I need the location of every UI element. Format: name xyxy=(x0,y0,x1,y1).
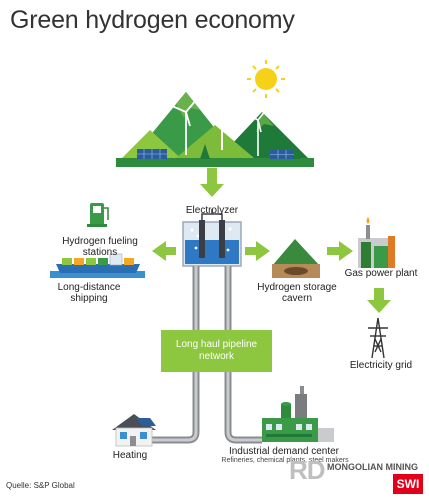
storage-cavern-label: Hydrogen storage cavern xyxy=(249,282,345,304)
page-title: Green hydrogen economy xyxy=(10,6,295,34)
pipeline-label-line-1: Long haul pipeline xyxy=(175,339,258,350)
ship-icon xyxy=(50,253,145,278)
arrow-down-icon xyxy=(367,288,391,313)
wind-turbine-icon xyxy=(171,77,267,156)
flow-arrows xyxy=(152,168,391,313)
pipeline-network-box: Long haul pipeline network xyxy=(161,330,272,372)
shipping-label-line-2: shipping xyxy=(70,293,108,304)
industrial-demand-label: Industrial demand center xyxy=(228,446,340,457)
arrow-right-icon xyxy=(327,241,353,261)
electricity-grid-label: Electricity grid xyxy=(349,360,413,371)
electrolyzer-label: Electrolyzer xyxy=(185,205,239,216)
storage-cavern-label-line-2: cavern xyxy=(281,293,312,304)
fueling-station-label-line-2: stations xyxy=(82,247,118,258)
source-note: Quelle: S&P Global xyxy=(6,481,75,490)
storage-cavern-label-line-1: Hydrogen storage xyxy=(257,282,337,293)
factory-icon xyxy=(262,386,334,442)
arrow-down-icon xyxy=(200,168,224,197)
power-pylon-icon xyxy=(368,317,388,359)
solar-panel-icon xyxy=(137,149,294,159)
house-icon xyxy=(112,414,156,447)
storage-cavern-icon xyxy=(272,239,320,278)
industrial-demand-sublabel: Refineries, chemical plants, steel maker… xyxy=(221,457,349,464)
arrow-right-icon xyxy=(245,241,270,261)
sun-icon xyxy=(247,60,285,98)
fueling-station-label: Hydrogen fueling stations xyxy=(50,236,150,258)
arrow-left-icon xyxy=(152,241,176,261)
fuel-pump-icon xyxy=(87,203,109,227)
pipeline-label-line-2: network xyxy=(198,351,234,362)
electrolyzer-icon xyxy=(182,209,242,267)
renewable-landscape-illustration xyxy=(116,60,314,167)
fueling-station-label-line-1: Hydrogen fueling xyxy=(62,236,138,247)
swi-logo: SWI xyxy=(393,474,423,494)
pipeline-icon xyxy=(150,266,262,444)
heating-label: Heating xyxy=(112,450,148,461)
shipping-label-line-1: Long-distance xyxy=(57,282,121,293)
gas-power-plant-label: Gas power plant xyxy=(344,268,418,279)
shipping-label: Long-distance shipping xyxy=(44,282,134,304)
mongolian-mining-watermark: MONGOLIAN MINING xyxy=(327,462,418,472)
gas-power-plant-icon xyxy=(358,217,395,268)
rd-watermark-logo: RD xyxy=(289,455,326,485)
